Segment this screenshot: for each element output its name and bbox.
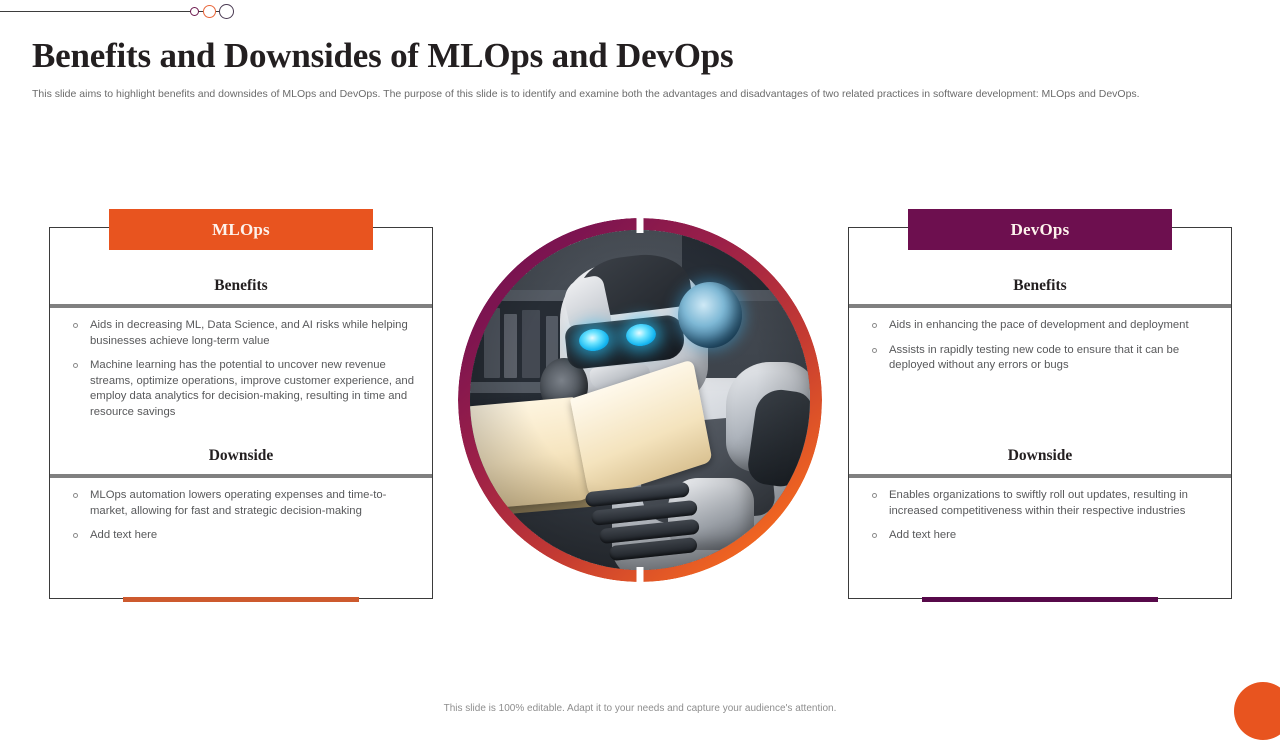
ring-gap-top xyxy=(636,217,644,233)
list-item: Enables organizations to swiftly roll ou… xyxy=(863,488,1217,519)
mlops-benefits-list: Aids in decreasing ML, Data Science, and… xyxy=(50,308,432,420)
list-item: Aids in enhancing the pace of developmen… xyxy=(863,318,1217,334)
center-media xyxy=(458,217,822,583)
decorative-dot-small-icon xyxy=(190,7,199,16)
devops-downside-list: Enables organizations to swiftly roll ou… xyxy=(849,478,1231,544)
footer-note: This slide is 100% editable. Adapt it to… xyxy=(443,703,837,714)
devops-benefits-list: Aids in enhancing the pace of developmen… xyxy=(849,308,1231,374)
devops-downside-divider xyxy=(849,474,1231,478)
list-item: Aids in decreasing ML, Data Science, and… xyxy=(64,318,418,349)
mlops-panel-tab-label: MLOps xyxy=(212,219,270,239)
list-item: Machine learning has the potential to un… xyxy=(64,358,418,420)
devops-benefits-divider xyxy=(849,304,1231,308)
robot-hand xyxy=(584,474,711,564)
corner-accent-circle xyxy=(1234,682,1280,740)
list-item: Assists in rapidly testing new code to e… xyxy=(863,343,1217,374)
ring-gap-bottom xyxy=(636,567,644,583)
page-subtitle: This slide aims to highlight benefits an… xyxy=(32,88,1140,100)
devops-panel-tab[interactable]: DevOps xyxy=(908,209,1172,250)
mlops-downside-body: MLOps automation lowers operating expens… xyxy=(50,478,432,596)
devops-downside-body: Enables organizations to swiftly roll ou… xyxy=(849,478,1231,596)
devops-panel-tab-label: DevOps xyxy=(1010,219,1070,239)
devops-benefits-body: Aids in enhancing the pace of developmen… xyxy=(849,308,1231,447)
shelf-shadow xyxy=(682,230,810,290)
devops-panel-accent-bar xyxy=(922,597,1158,602)
header-decorative-rule xyxy=(0,11,191,12)
background-book-spine xyxy=(484,308,500,378)
page-title: Benefits and Downsides of MLOps and DevO… xyxy=(32,36,734,75)
list-item[interactable]: Add text here xyxy=(64,528,418,544)
background-book-spine xyxy=(504,314,517,378)
devops-downside-heading: Downside xyxy=(1007,447,1073,464)
decorative-dot-large-icon xyxy=(219,4,234,19)
background-book-spine xyxy=(522,310,540,378)
mlops-benefits-body: Aids in decreasing ML, Data Science, and… xyxy=(50,308,432,447)
mlops-downside-divider xyxy=(50,474,432,478)
list-item[interactable]: Add text here xyxy=(863,528,1217,544)
devops-benefits-heading: Benefits xyxy=(1013,277,1067,294)
decorative-dot-medium-icon xyxy=(203,5,216,18)
mlops-panel-tab[interactable]: MLOps xyxy=(109,209,373,250)
mlops-panel: MLOps Benefits Aids in decreasing ML, Da… xyxy=(49,209,433,602)
robot-reading-book-photo xyxy=(470,230,810,570)
mlops-panel-accent-bar xyxy=(123,597,359,602)
mlops-downside-list: MLOps automation lowers operating expens… xyxy=(50,478,432,544)
robot-ear-right xyxy=(678,282,742,348)
header-decorative-rule-segment-1 xyxy=(198,11,204,12)
mlops-downside-heading: Downside xyxy=(208,447,274,464)
header-decorative-rule-segment-2 xyxy=(215,11,220,12)
mlops-benefits-heading: Benefits xyxy=(214,277,268,294)
mlops-benefits-divider xyxy=(50,304,432,308)
devops-panel: DevOps Benefits Aids in enhancing the pa… xyxy=(848,209,1232,602)
list-item: MLOps automation lowers operating expens… xyxy=(64,488,418,519)
